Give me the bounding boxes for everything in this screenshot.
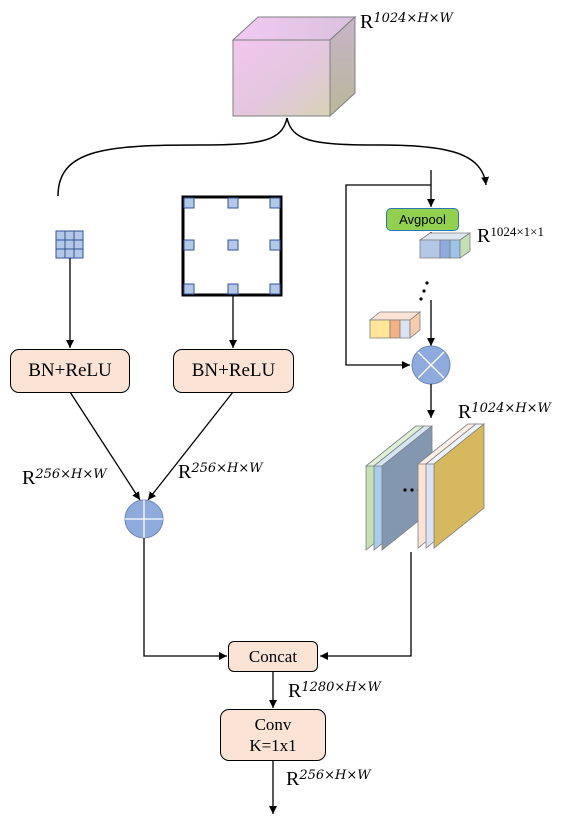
arrow-bn-right-to-sum: [147, 391, 234, 501]
dim-left-branch: R256×H×W: [22, 467, 107, 489]
circle-plus-icon: [124, 499, 164, 539]
kernel-grid-3x3-icon: [55, 230, 84, 259]
arrow-sum-to-concat: [143, 538, 227, 660]
concat-box: Concat: [228, 641, 318, 672]
arrow-skip-to-multiply: [345, 184, 431, 369]
dim-pooled: R1024×1×1: [477, 224, 545, 247]
arrow-maps-to-concat: [320, 552, 412, 660]
bn-relu-left-box: BN+ReLU: [10, 349, 130, 393]
circle-times-icon: [411, 345, 451, 385]
feature-map-stack-left: [364, 425, 434, 551]
dim-mid-branch: R256×H×W: [178, 461, 263, 483]
conv-label: Conv: [254, 714, 292, 734]
feature-map-stack-right: [416, 423, 486, 549]
conv-kernel-label: K=1x1: [249, 736, 297, 755]
avgpool-box: Avgpool: [386, 208, 459, 231]
bn-relu-right-box: BN+ReLU: [173, 349, 294, 393]
arrow-bn-left-to-sum: [69, 391, 141, 501]
dim-final-out: R256×H×W: [286, 768, 371, 790]
input-tensor-cube: [231, 15, 357, 118]
dim-input: R1024×H×W: [360, 11, 453, 33]
dim-concat-out: R1280×H×W: [288, 680, 381, 702]
channel-vector-top: [418, 232, 472, 259]
ellipsis-dots: [419, 281, 429, 301]
split-brace: [57, 117, 490, 197]
channel-vector-bottom: [368, 311, 422, 339]
conv-box: Conv K=1x1: [220, 709, 326, 761]
dim-attention: R1024×H×W: [458, 401, 551, 423]
dilated-kernel-icon: [181, 195, 283, 297]
